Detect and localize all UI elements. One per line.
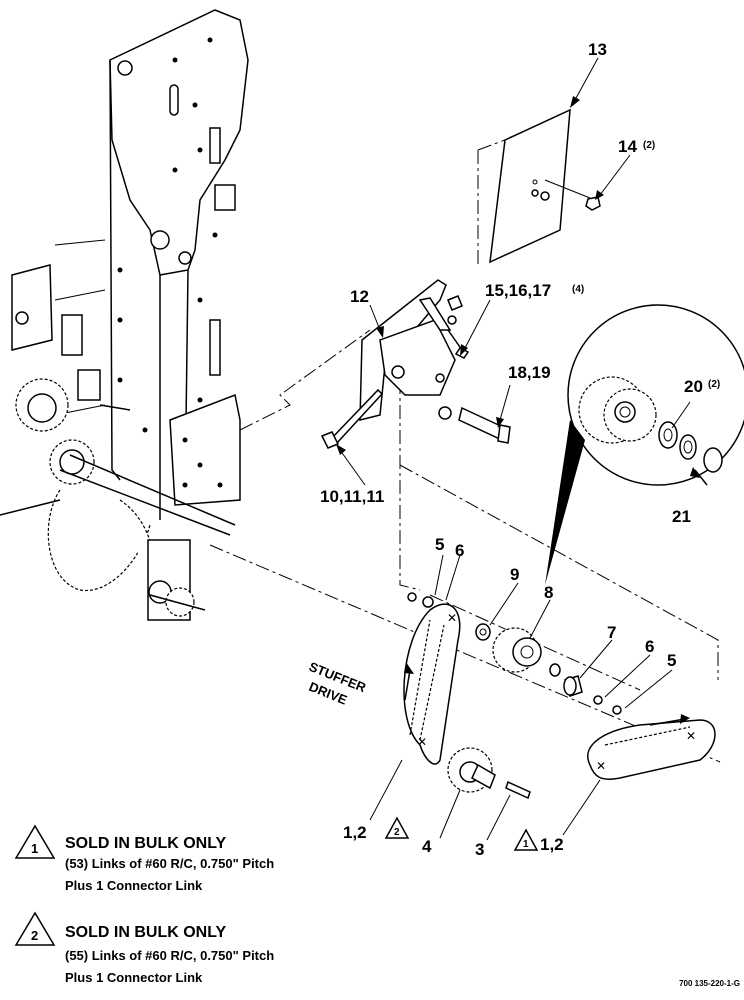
callout-14-qty: (2) [643, 140, 655, 151]
note-1-triangle-small [513, 828, 539, 851]
note-1: 1 SOLD IN BULK ONLY (53) Links of #60 R/… [14, 824, 274, 893]
callout-15-16-17-qty: (4) [572, 284, 584, 295]
callout-3: 3 [475, 840, 484, 859]
callout-13: 13 [588, 40, 607, 59]
shaft-hardware [407, 592, 622, 715]
callout-4: 4 [422, 837, 432, 856]
svg-text:✕: ✕ [417, 735, 427, 749]
callout-21: 21 [672, 507, 691, 526]
chains-and-sprocket: ✕ ✕ ✕ ✕ [369, 603, 716, 841]
note-2-heading: SOLD IN BULK ONLY [65, 924, 227, 941]
svg-text:✕: ✕ [596, 759, 606, 773]
callout-10-11-11: 10,11,11 [320, 487, 384, 506]
baler-frame-drawing [0, 9, 249, 621]
callout-20-qty: (2) [708, 379, 720, 390]
callout-20: 20 [684, 377, 703, 396]
note-2-line1: (55) Links of #60 R/C, 0.750" Pitch [65, 948, 274, 963]
note-2: 2 SOLD IN BULK ONLY (55) Links of #60 R/… [14, 911, 274, 985]
figure-number: 700 135-220-1-G [679, 979, 740, 988]
callout-18-19: 18,19 [508, 363, 551, 382]
callout-8: 8 [544, 583, 553, 602]
svg-text:✕: ✕ [686, 729, 696, 743]
callout-tri-1: 1 [523, 839, 529, 850]
callout-tri-2: 2 [394, 827, 400, 838]
callout-14: 14 [618, 137, 637, 156]
callout-leaders [336, 57, 691, 709]
callout-labels: 13 14 (2) 12 15,16,17 (4) 18,19 20 (2) 2… [320, 40, 720, 859]
note-2-triangle [14, 911, 56, 946]
note-1-triangle [14, 824, 56, 859]
callout-5-left: 5 [435, 535, 444, 554]
svg-text:✕: ✕ [447, 611, 457, 625]
callout-5-right: 5 [667, 651, 676, 670]
callout-9: 9 [510, 565, 519, 584]
note-1-line1: (53) Links of #60 R/C, 0.750" Pitch [65, 856, 274, 871]
callout-1-2-right: 1,2 [540, 835, 564, 854]
callout-7: 7 [607, 623, 616, 642]
detail-view [545, 304, 744, 585]
note-1-line2: Plus 1 Connector Link [65, 878, 203, 893]
callout-6-right: 6 [645, 637, 654, 656]
note-2-line2: Plus 1 Connector Link [65, 970, 203, 985]
note-1-heading: SOLD IN BULK ONLY [65, 835, 227, 852]
callout-6-left: 6 [455, 541, 464, 560]
callout-12: 12 [350, 287, 369, 306]
shield-plate-13 [489, 108, 601, 264]
callout-1-2-left: 1,2 [343, 823, 367, 842]
note-2-triangle-small [384, 816, 410, 839]
stuffer-drive-label: STUFFER DRIVE [307, 659, 369, 708]
note-1-number: 1 [31, 841, 38, 856]
callout-15-16-17: 15,16,17 [485, 281, 551, 300]
note-2-number: 2 [31, 928, 38, 943]
